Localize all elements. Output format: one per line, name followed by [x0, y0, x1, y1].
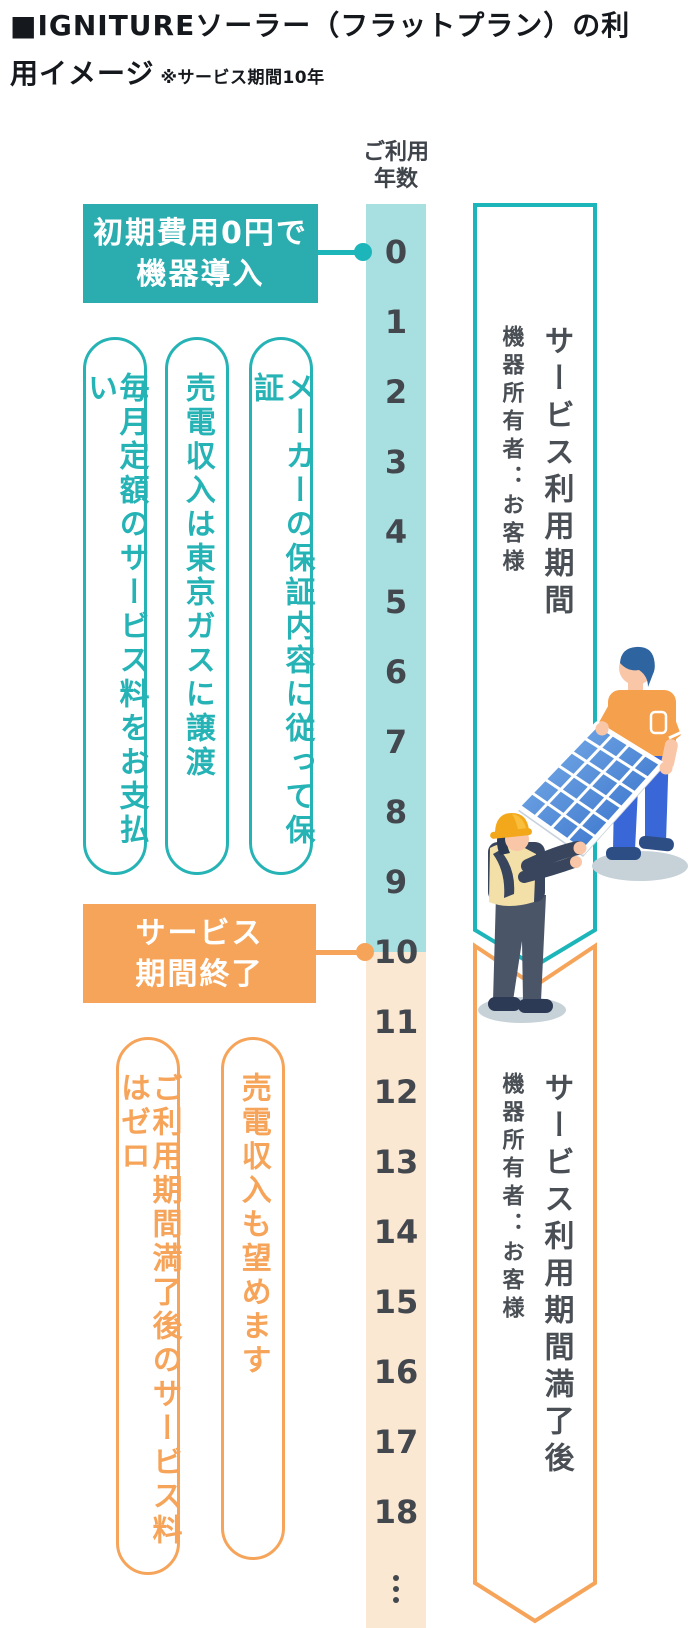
note-pill-sales-income: 売電収入も望めます [221, 1037, 285, 1560]
service-period-ribbon-text: サービス利用期間 機器所有者：お客様 [475, 325, 595, 621]
start-event-line2: 機器導入 [136, 256, 265, 292]
year-label-10: 10 [373, 933, 419, 971]
service-period-title: サービス利用期間 [538, 325, 574, 621]
post-period-ribbon-text: サービス利用期間満了後 機器所有者：お客様 [475, 1072, 595, 1479]
start-connector-dot [354, 243, 372, 261]
page-title-line2-text: 用イメージ [10, 57, 155, 90]
note-pill-monthly-fee-text: 毎月定額のサービス料をお支払い [82, 372, 149, 848]
year-label-16: 16 [373, 1353, 419, 1391]
end-connector-dot [356, 943, 374, 961]
year-label-3: 3 [384, 443, 408, 481]
end-connector-line [316, 950, 360, 955]
year-label-9: 9 [384, 863, 408, 901]
post-period-title: サービス利用期間満了後 [538, 1072, 574, 1479]
page-title-line1: ■IGNITUREソーラー（フラットプラン）の利 [10, 9, 631, 42]
note-pill-warranty: メーカーの保証内容に従って保証 [248, 337, 315, 875]
end-event-line1: サービス [135, 915, 264, 951]
person-worker [488, 813, 587, 1013]
service-period-note: ※サービス期間10年 [160, 68, 325, 88]
year-label-0: 0 [384, 233, 408, 271]
year-label-4: 4 [384, 513, 408, 551]
page-title-line2: 用イメージ※サービス期間10年 [10, 50, 690, 102]
year-label-15: 15 [373, 1283, 419, 1321]
note-pill-sales-income-text: 売電収入も望めます [235, 1072, 271, 1378]
year-label-2: 2 [384, 373, 408, 411]
end-event-line2: 期間終了 [135, 956, 264, 992]
timeline-post-segment [366, 952, 426, 1628]
note-pill-zero-fee: ご利用期間満了後のサービス料はゼロ [115, 1037, 182, 1575]
start-event-box: 初期費用0円で 機器導入 [83, 204, 318, 303]
note-pill-power-sales: 売電収入は東京ガスに譲渡 [165, 337, 229, 875]
note-pill-zero-fee-text: ご利用期間満了後のサービス料はゼロ [115, 1072, 182, 1548]
timeline-column: 0 1 2 3 4 5 6 7 8 9 10 11 12 13 14 15 16… [366, 204, 426, 1628]
year-label-7: 7 [384, 723, 408, 761]
year-label-13: 13 [373, 1143, 419, 1181]
year-label-11: 11 [373, 1003, 419, 1041]
service-period-owner: 機器所有者：お客様 [498, 325, 524, 577]
year-label-12: 12 [373, 1073, 419, 1111]
solar-panel [515, 721, 673, 857]
year-label-8: 8 [384, 793, 408, 831]
solar-panel-installation-illustration [478, 646, 688, 1023]
note-pill-power-sales-text: 売電収入は東京ガスに譲渡 [179, 372, 215, 780]
start-event-line1: 初期費用0円で [93, 215, 308, 251]
shadow-right-person [592, 851, 688, 881]
person-customer [593, 646, 683, 860]
year-label-17: 17 [373, 1423, 419, 1461]
year-label-6: 6 [384, 653, 408, 691]
note-pill-monthly-fee: 毎月定額のサービス料をお支払い [82, 337, 149, 875]
timeline-continuation-dots-icon [366, 1570, 426, 1608]
note-pill-warranty-text: メーカーの保証内容に従って保証 [248, 372, 315, 848]
post-period-owner: 機器所有者：お客様 [498, 1072, 524, 1324]
timeline-service-segment [366, 204, 426, 952]
timeline-header-line1: ご利用 [362, 140, 429, 165]
year-label-18: 18 [373, 1493, 419, 1531]
shadow-worker [478, 997, 566, 1023]
timeline-header-line2: 年数 [373, 167, 418, 192]
end-event-box: サービス 期間終了 [83, 904, 316, 1003]
year-label-14: 14 [373, 1213, 419, 1251]
start-connector-line [318, 250, 360, 255]
year-label-5: 5 [384, 583, 408, 621]
timeline-header: ご利用 年数 [356, 139, 436, 193]
page-title: ■IGNITUREソーラー（フラットプラン）の利 用イメージ※サービス期間10年 [10, 2, 690, 102]
year-label-1: 1 [384, 303, 408, 341]
